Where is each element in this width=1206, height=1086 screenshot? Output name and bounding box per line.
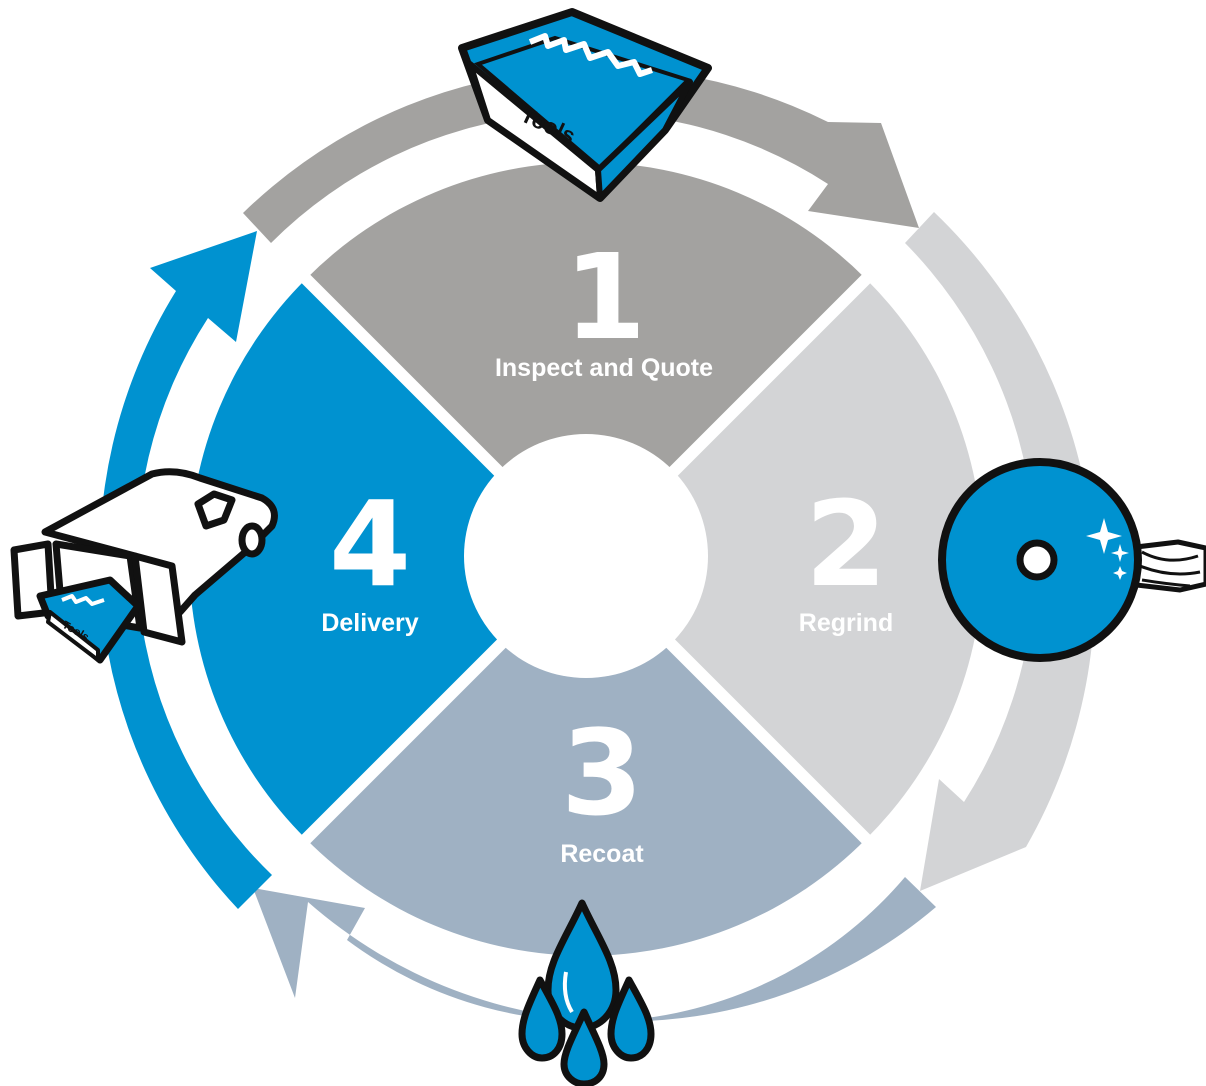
cycle-wheel	[189, 162, 983, 956]
arrow-regrind-to-recoat	[905, 212, 1095, 891]
grinding-wheel-icon	[938, 458, 1206, 662]
step-2-number: 2	[805, 475, 887, 613]
center-hub	[464, 434, 708, 678]
step-4-label: Delivery	[321, 609, 418, 637]
segment-delivery	[189, 279, 586, 839]
arrow-recoat-to-delivery	[253, 877, 936, 1022]
step-3-label: Recoat	[560, 840, 644, 868]
toolbox-icon: Tools	[458, 8, 712, 202]
arrow-inspect-to-regrind	[243, 68, 919, 243]
arrow-delivery-to-inspect	[99, 231, 272, 909]
step-1-label: Inspect and Quote	[495, 354, 713, 382]
segment-regrind	[586, 279, 983, 839]
step-2-label: Regrind	[799, 609, 893, 637]
segment-recoat	[306, 560, 866, 956]
cycle-arrows	[99, 68, 1095, 1022]
delivery-van-icon: Tools	[10, 468, 278, 664]
coating-drops-icon	[518, 899, 655, 1086]
step-1-number: 1	[564, 228, 646, 366]
step-labels: 1 Inspect and Quote 2 Regrind 3 Recoat 4…	[321, 228, 893, 868]
segment-inspect-and-quote	[306, 162, 866, 560]
step-4-number: 4	[329, 475, 411, 613]
step-3-number: 3	[561, 704, 643, 842]
